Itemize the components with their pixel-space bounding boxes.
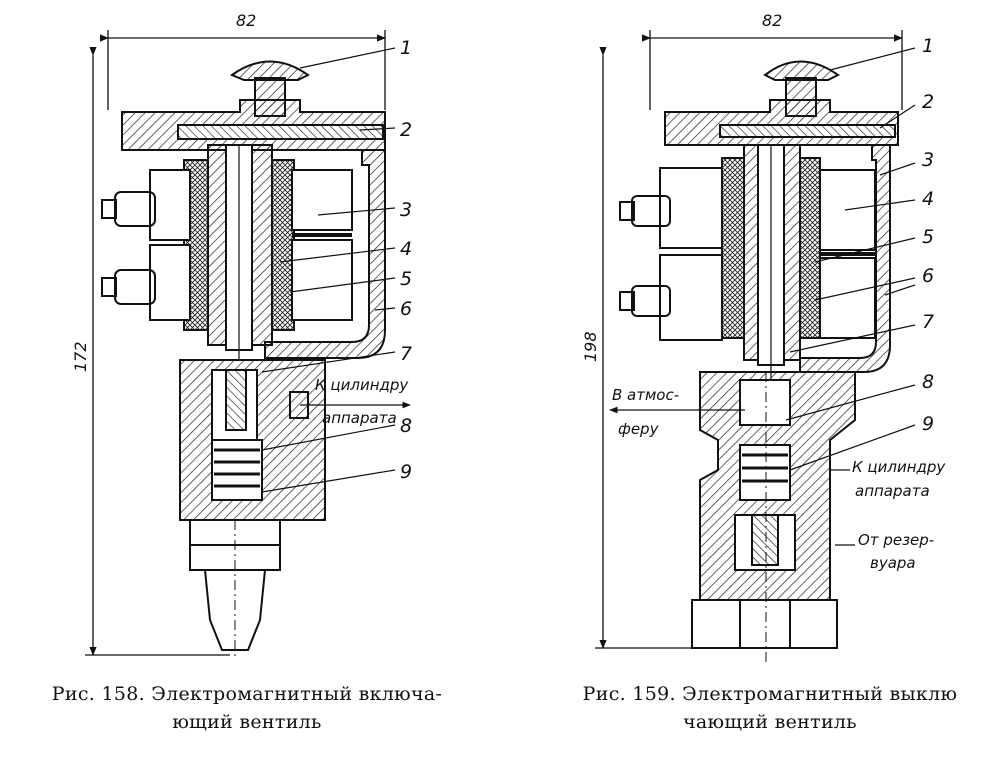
terminals-159 — [619, 167, 723, 341]
part-label-7-159: 7 — [922, 311, 934, 333]
part-label-2-158: 2 — [400, 119, 412, 141]
leader-lines-159 — [609, 47, 916, 546]
bottom-nut-159 — [691, 599, 838, 649]
figure-caption-158: Рис. 158. Электромагнитный включа- ющий … — [12, 680, 482, 736]
dimension-width-line-158 — [99, 30, 386, 110]
valve-158-drawing — [85, 30, 411, 660]
part-label-9-158: 9 — [400, 461, 412, 483]
note-cylinder-line1-159: К цилиндру — [852, 458, 946, 476]
coil-right-158 — [271, 159, 295, 331]
note-cylinder-line2-158: аппарата — [322, 409, 397, 427]
coil-right-159 — [799, 157, 821, 339]
note-reservoir-line2-159: вуара — [870, 554, 916, 572]
terminals-158 — [101, 169, 191, 321]
part-label-5-158: 5 — [400, 268, 412, 290]
part-label-8-159: 8 — [922, 371, 934, 393]
dimension-height-label-158: 172 — [71, 341, 90, 372]
caption-158-line1: Рис. 158. Электромагнитный включа- — [51, 683, 443, 705]
part-label-4-158: 4 — [400, 238, 412, 260]
knob-158 — [229, 60, 310, 81]
part-label-1-158: 1 — [400, 37, 412, 59]
note-reservoir-line1-159: От резер- — [858, 531, 934, 549]
part-label-7-158: 7 — [400, 343, 412, 365]
part-label-5-159: 5 — [922, 226, 934, 248]
note-atmosphere-line1-159: В атмос- — [612, 386, 679, 404]
part-label-4-159: 4 — [922, 188, 934, 210]
dimension-width-label-159: 82 — [762, 11, 782, 30]
part-label-3-158: 3 — [400, 199, 412, 221]
valve-159-drawing — [595, 30, 916, 665]
part-label-6-158: 6 — [400, 298, 412, 320]
part-label-1-159: 1 — [922, 35, 934, 57]
caption-159-line1: Рис. 159. Электромагнитный выклю — [582, 683, 958, 705]
dimension-width-label-158: 82 — [236, 11, 256, 30]
knob-159 — [763, 60, 840, 81]
dimension-height-line-158 — [85, 46, 230, 656]
caption-159-line2: чающий вентиль — [683, 711, 857, 733]
cover-159 — [664, 99, 899, 146]
part-label-3-159: 3 — [922, 149, 934, 171]
caption-158-line2: ющий вентиль — [172, 711, 322, 733]
dimension-height-label-159: 198 — [581, 331, 600, 362]
dimension-width-line-159 — [641, 30, 903, 110]
note-cylinder-line1-158: К цилиндру — [315, 376, 409, 394]
leader-lines-158 — [261, 47, 411, 493]
part-label-8-158: 8 — [400, 415, 412, 437]
part-label-9-159: 9 — [922, 413, 934, 435]
part-label-2-159: 2 — [922, 91, 934, 113]
note-cylinder-line2-159: аппарата — [855, 482, 930, 500]
note-atmosphere-line2-159: феру — [618, 420, 660, 438]
coil-left-159 — [721, 157, 745, 339]
figure-caption-159: Рис. 159. Электромагнитный выклю чающий … — [540, 680, 998, 736]
dimension-height-line-159 — [595, 46, 700, 649]
part-label-6-159: 6 — [922, 265, 934, 287]
